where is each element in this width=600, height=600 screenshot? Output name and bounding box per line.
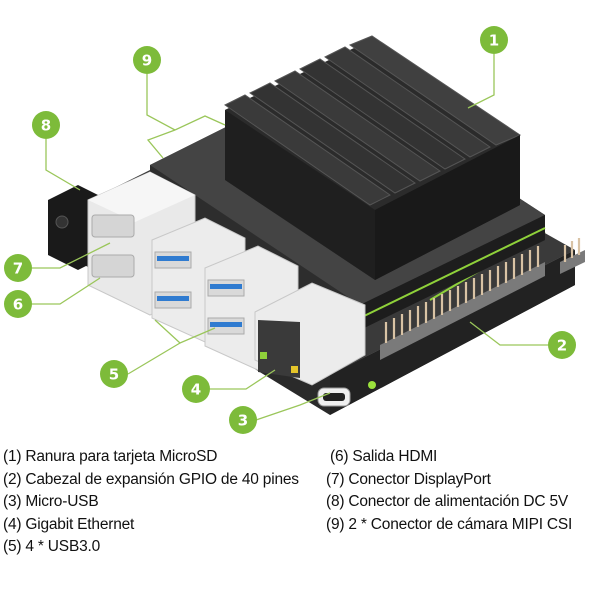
legend-item-1: (1)Ranura para tarjeta MicroSD: [3, 448, 218, 465]
legend-item-8: (8)Conector de alimentación DC 5V: [326, 493, 569, 510]
legend-item-6: (6)Salida HDMI: [330, 448, 438, 465]
callout-6: 6: [4, 290, 32, 318]
legend-item-2: (2)Cabezal de expansión GPIO de 40 pines: [3, 470, 299, 488]
board-diagram: 1 2 3 4 5 6 7 8 9: [4, 26, 585, 434]
heatsink: [224, 35, 522, 280]
svg-text:7: 7: [13, 260, 23, 278]
svg-text:8: 8: [41, 117, 51, 135]
callout-9: 9: [133, 46, 161, 74]
legend-right-column: (6)Salida HDMI (7)Conector DisplayPort (…: [326, 446, 572, 536]
legend-item-7: (7)Conector DisplayPort: [326, 470, 491, 488]
callout-4: 4: [182, 375, 210, 403]
svg-text:5: 5: [109, 366, 119, 384]
gpio-header: [380, 238, 585, 360]
usb3-ports: [151, 217, 299, 371]
svg-text:3: 3: [238, 412, 248, 430]
power-led: [368, 381, 376, 389]
callout-1: 1: [480, 26, 508, 54]
legend-item-9: (9)2 * Conector de cámara MIPI CSI: [326, 515, 573, 533]
legend-item-5: (5)4 * USB3.0: [3, 538, 101, 555]
legend: (1)Ranura para tarjeta MicroSD (2)Cabeza…: [0, 446, 600, 566]
callout-8: 8: [32, 111, 60, 139]
svg-text:1: 1: [489, 32, 499, 50]
svg-text:4: 4: [191, 381, 201, 399]
svg-text:6: 6: [13, 296, 23, 314]
callout-7: 7: [4, 254, 32, 282]
ethernet-jack: [254, 282, 366, 386]
legend-item-4: (4)Gigabit Ethernet: [3, 515, 135, 533]
callout-3: 3: [229, 406, 257, 434]
callout-2: 2: [548, 331, 576, 359]
callout-5: 5: [100, 360, 128, 388]
svg-text:9: 9: [142, 52, 152, 70]
legend-item-3: (3)Micro-USB: [3, 493, 99, 510]
leader-lines: [32, 54, 548, 421]
svg-text:2: 2: [557, 337, 567, 355]
micro-usb-port: [317, 387, 351, 407]
legend-left-column: (1)Ranura para tarjeta MicroSD (2)Cabeza…: [3, 446, 299, 559]
